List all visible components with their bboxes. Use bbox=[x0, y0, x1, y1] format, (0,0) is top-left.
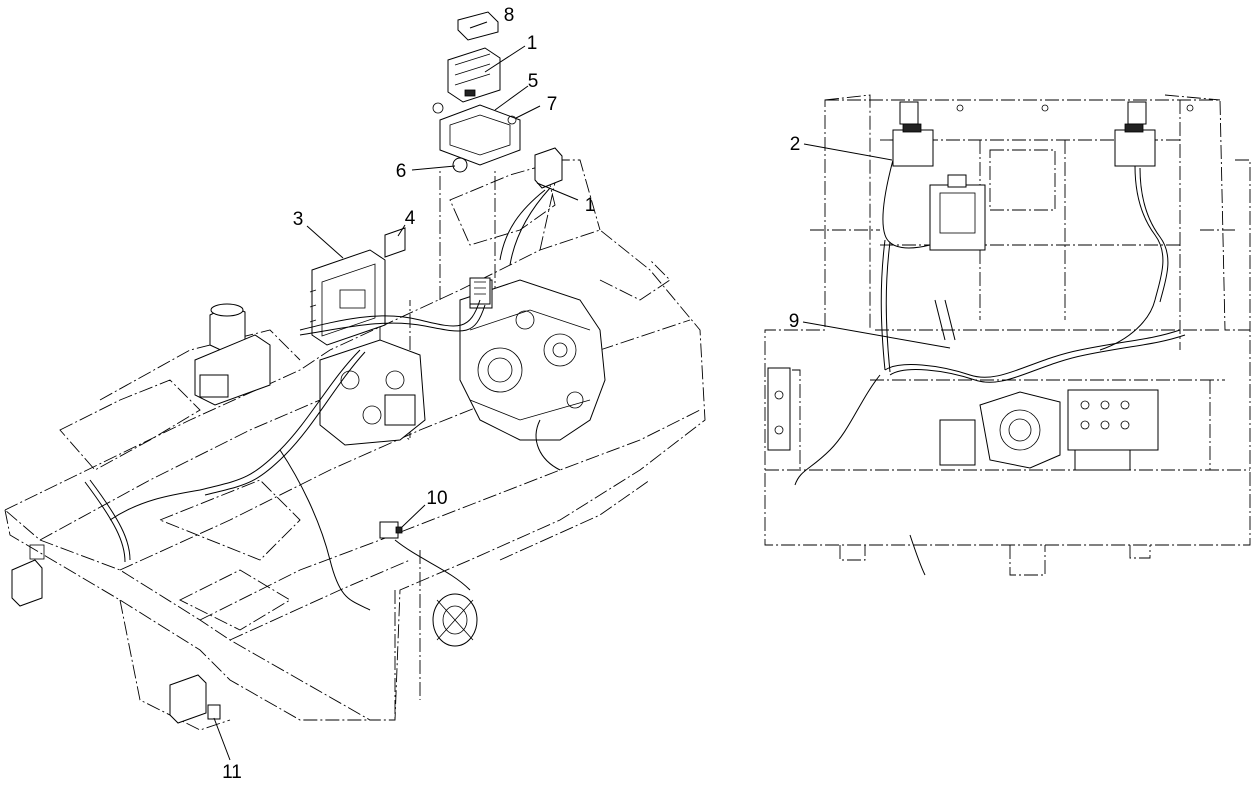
right-headlight bbox=[169, 674, 221, 724]
plate-part bbox=[384, 227, 406, 258]
leader-11 bbox=[213, 717, 231, 761]
right-harness bbox=[794, 159, 1186, 576]
right-frame-phantom bbox=[764, 94, 1251, 576]
leader-8 bbox=[469, 21, 488, 29]
left-chassis-view bbox=[4, 11, 706, 731]
callout-9: 9 bbox=[789, 311, 800, 332]
leader-9 bbox=[802, 321, 951, 349]
leader-7 bbox=[515, 105, 541, 119]
connector-part bbox=[379, 521, 403, 539]
top-tabs bbox=[899, 101, 1194, 125]
leader-5 bbox=[494, 85, 529, 111]
leader-6 bbox=[411, 165, 456, 171]
controller-module bbox=[309, 249, 386, 346]
key-switch-assembly bbox=[194, 303, 271, 406]
left-harness bbox=[84, 299, 561, 611]
relay-cover bbox=[457, 11, 499, 41]
leader-3 bbox=[306, 225, 344, 259]
relay-right bbox=[1114, 123, 1156, 167]
leader-1b bbox=[536, 182, 579, 201]
callout-2: 2 bbox=[790, 134, 801, 155]
center-controller bbox=[929, 174, 986, 251]
valve-manifold bbox=[319, 339, 426, 446]
callout-8: 8 bbox=[504, 5, 515, 26]
callout-3: 3 bbox=[293, 209, 304, 230]
callout-5: 5 bbox=[528, 71, 539, 92]
side-bracket bbox=[767, 367, 791, 451]
left-frame-phantom bbox=[4, 159, 706, 731]
callout-4: 4 bbox=[405, 208, 416, 229]
leader-4 bbox=[397, 224, 406, 237]
callout-11: 11 bbox=[222, 762, 242, 783]
right-chassis-view bbox=[764, 94, 1251, 576]
relay-left bbox=[892, 123, 934, 167]
callout-6: 6 bbox=[396, 161, 407, 182]
leader-1a bbox=[484, 45, 526, 73]
leader-2 bbox=[803, 143, 893, 161]
left-headlight bbox=[11, 544, 45, 607]
callout-1b: 1 bbox=[585, 195, 596, 216]
callout-10: 10 bbox=[426, 488, 447, 509]
harness-connector-a bbox=[499, 147, 563, 266]
relay-component bbox=[447, 47, 501, 103]
relay-bracket bbox=[432, 102, 521, 173]
right-pump bbox=[939, 391, 1061, 469]
fuse-block bbox=[469, 277, 491, 305]
callout-7: 7 bbox=[547, 94, 558, 115]
callouts: 8 1 5 7 6 1 4 3 10 11 2 9 bbox=[213, 5, 951, 783]
leader-10 bbox=[401, 504, 426, 528]
wheel-hub bbox=[432, 593, 478, 647]
right-manifold bbox=[1067, 389, 1159, 471]
callout-1a: 1 bbox=[527, 33, 538, 54]
